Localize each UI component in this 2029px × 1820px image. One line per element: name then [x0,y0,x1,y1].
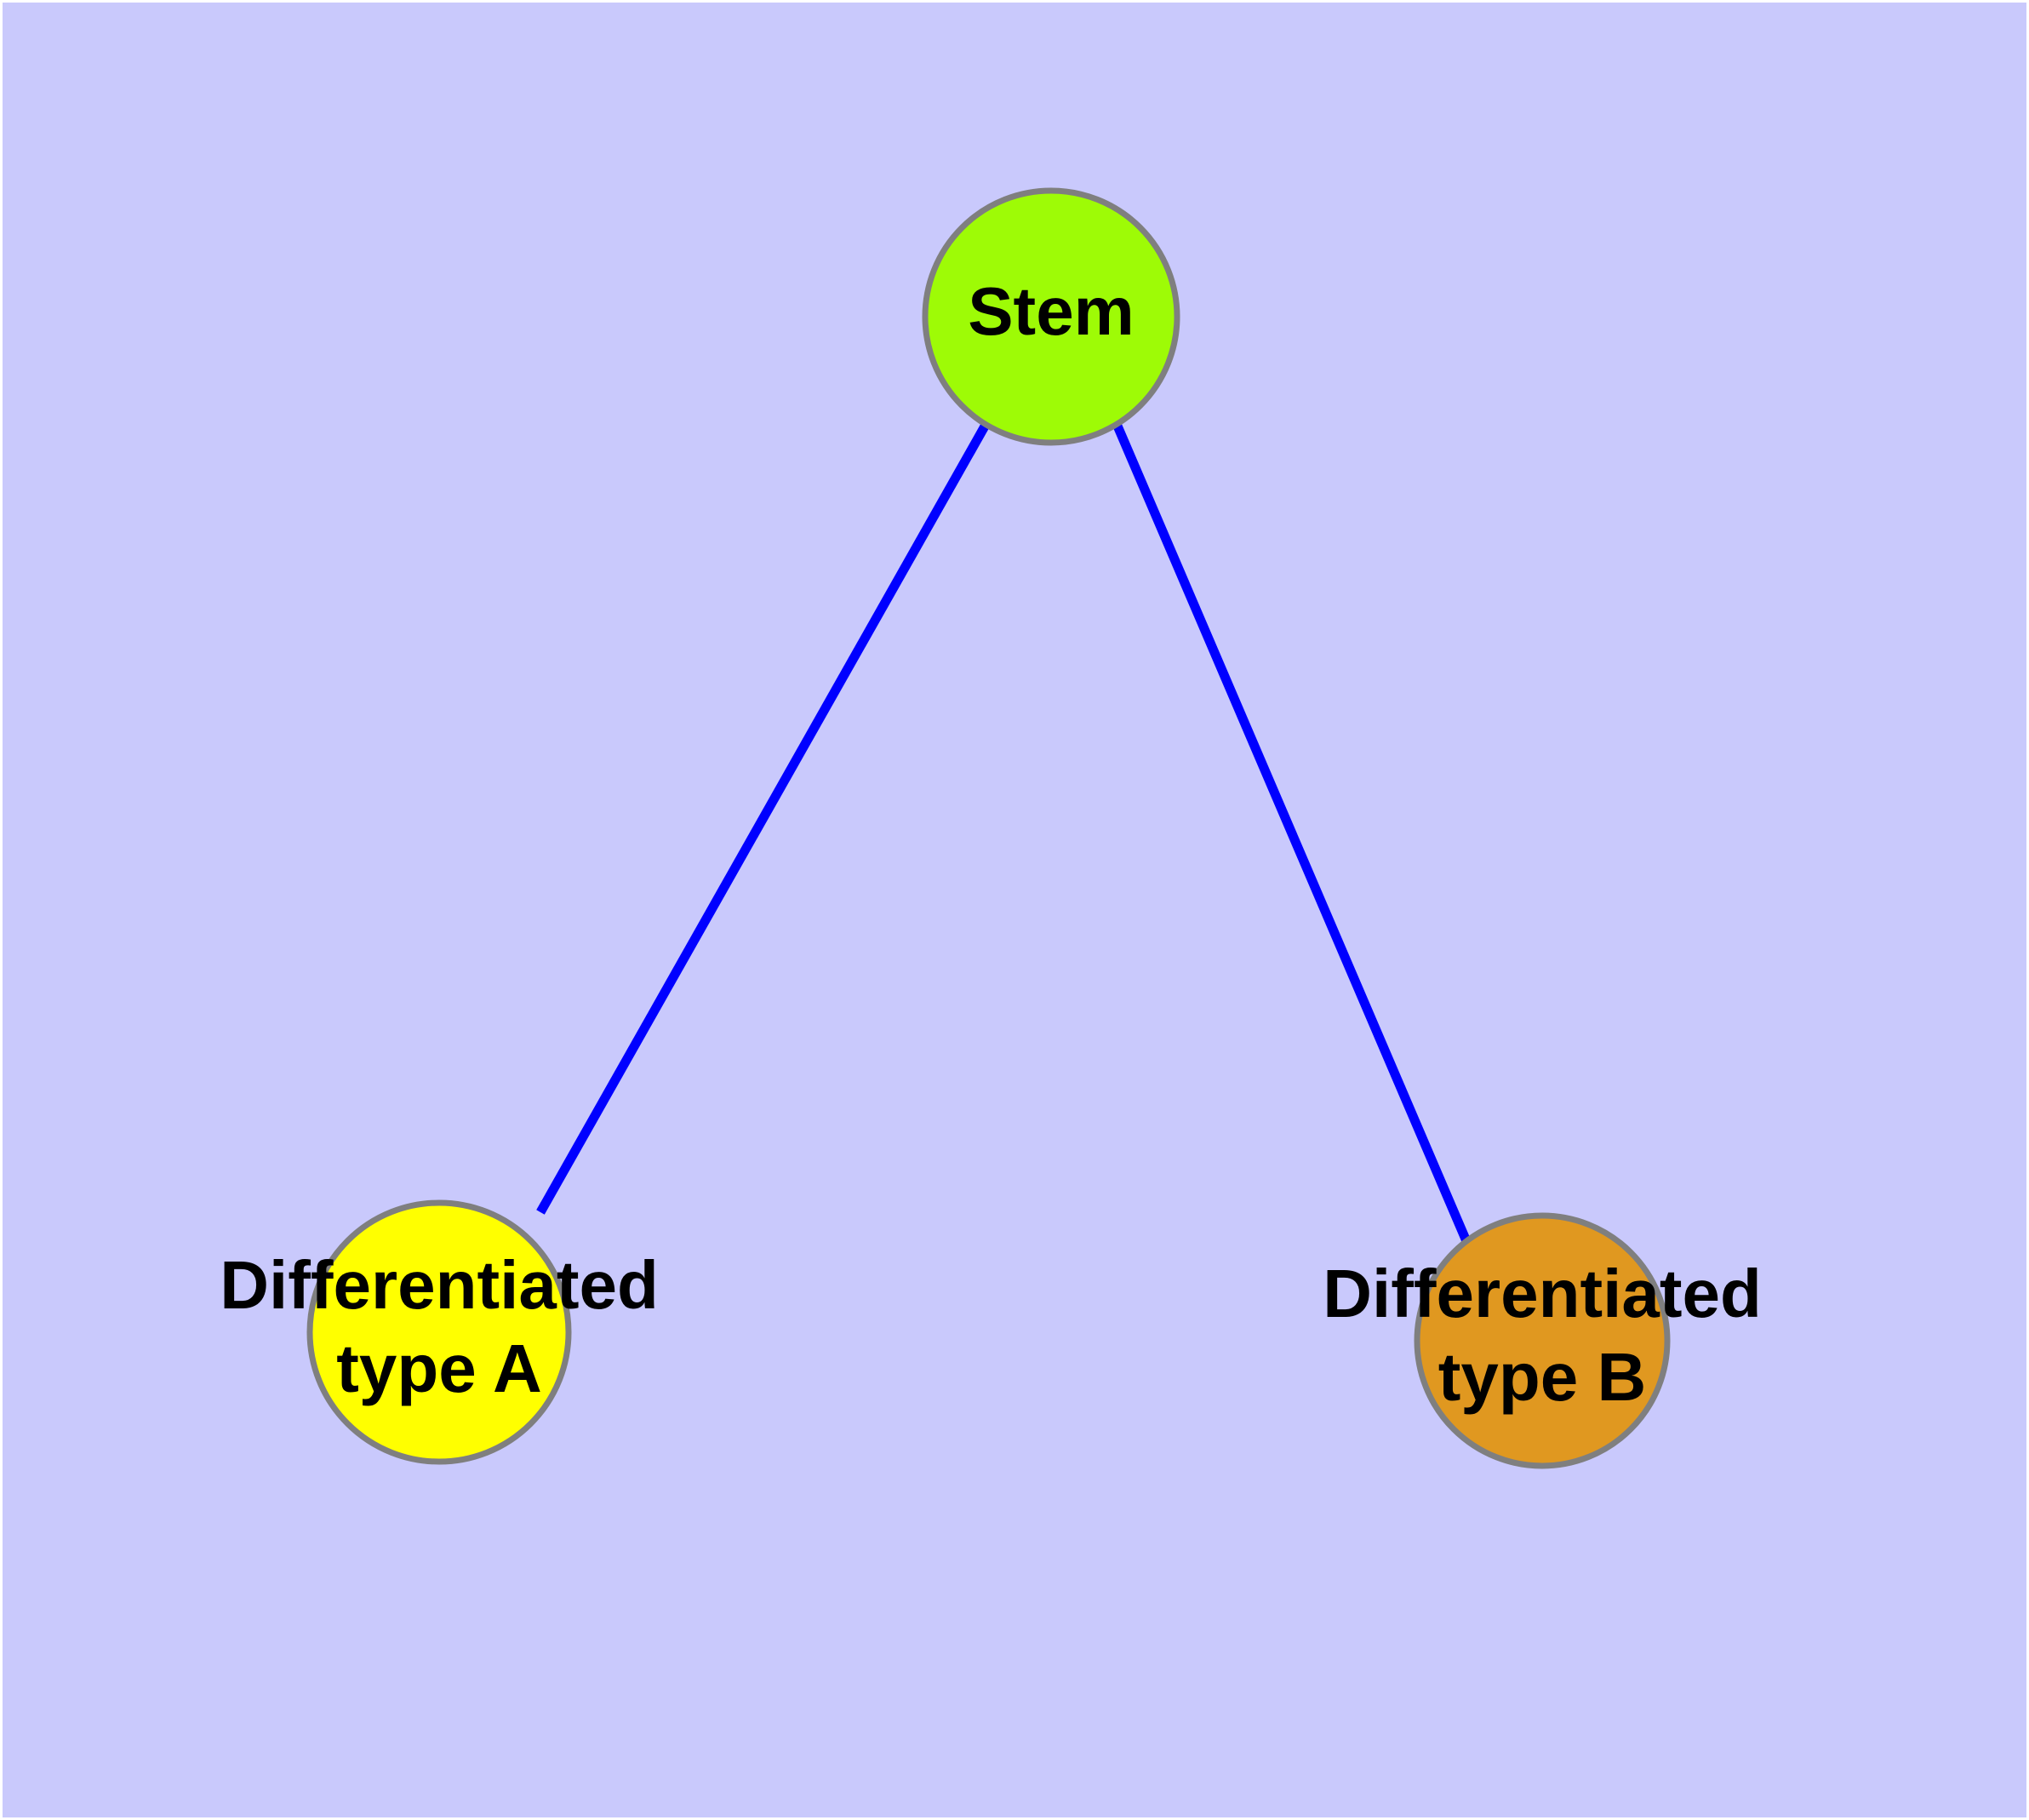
edge-stem-to-differentiated-type-a[interactable] [536,422,990,1215]
node-label-line: Differentiated [1323,1256,1762,1331]
nodes-group [306,187,1671,1469]
node-label-line: Stem [968,273,1135,349]
node-label-line: type B [1438,1339,1647,1415]
node-label-differentiated-type-b: Differentiated type B [1323,1256,1762,1415]
node-label-stem: Stem [968,273,1135,349]
node-label-differentiated-type-a: Differentiated type A [220,1247,659,1406]
node-differentiated-type-b[interactable] [1414,1212,1671,1469]
node-differentiated-type-a[interactable] [306,1199,572,1465]
labels-group: Stem Differentiated type A Differentiated… [220,273,1762,1415]
node-label-line: Differentiated [220,1247,659,1323]
edges-group [536,421,1472,1244]
node-stem[interactable] [922,187,1180,446]
node-label-line: type A [336,1331,542,1406]
edge-stem-to-differentiated-type-b[interactable] [1112,421,1472,1244]
